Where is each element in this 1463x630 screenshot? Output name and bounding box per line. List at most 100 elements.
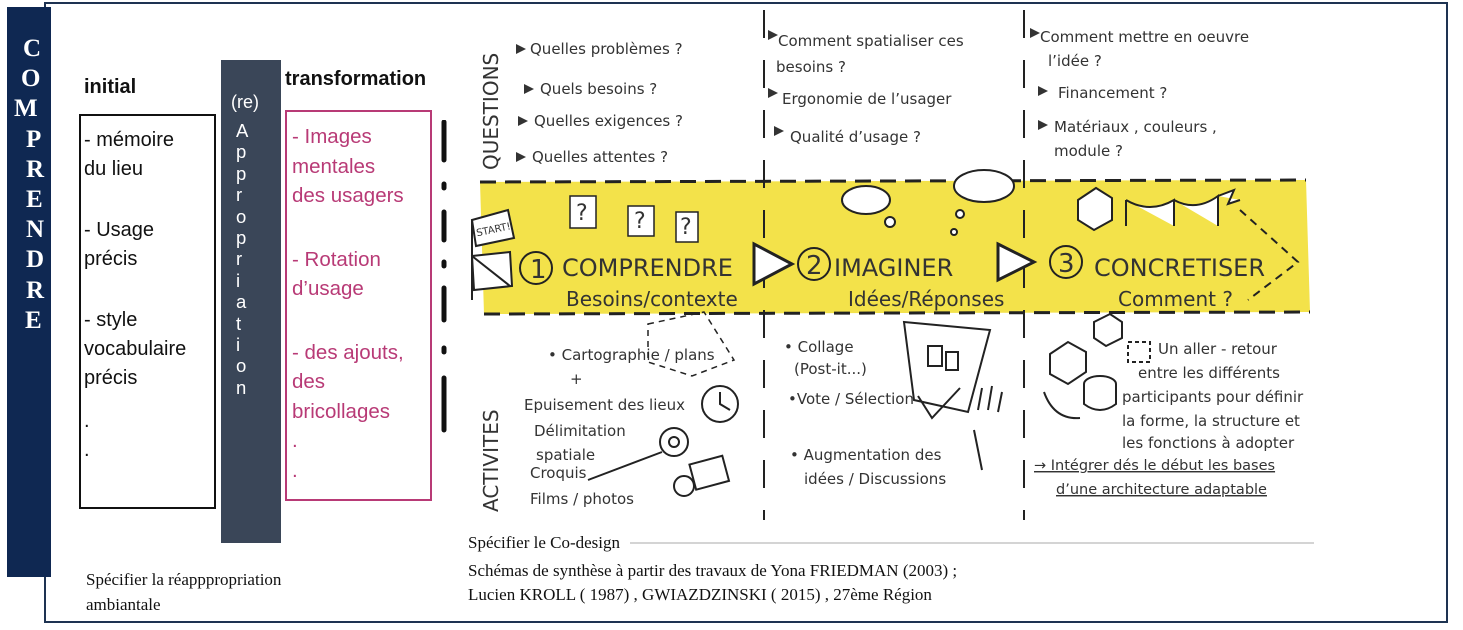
- comprendre-letter: E: [25, 306, 42, 334]
- appropriation-letter: r: [236, 248, 243, 270]
- appropriation-letter: o: [236, 205, 247, 227]
- build-shapes-icon: [1077, 186, 1241, 232]
- clock-icon: [701, 385, 739, 423]
- transformation-item: . .: [292, 429, 298, 482]
- caption-codesign: Spécifier le Co-design: [468, 533, 621, 552]
- codesign-sketch: QUESTIONS ACTIVITES Quelles problèmes ? …: [470, 10, 1311, 520]
- col1-activity: • Cartographie / plans: [548, 346, 715, 364]
- appropriation-letter: p: [236, 162, 247, 184]
- step-3-subtitle: Comment ?: [1118, 287, 1233, 311]
- svg-text:?: ?: [634, 209, 646, 234]
- transformation-box: [285, 110, 432, 501]
- collage-icon: [902, 320, 1003, 471]
- comprendre-letter: M: [14, 95, 38, 123]
- step-2-subtitle: Idées/Réponses: [848, 287, 1004, 311]
- col2-activity: idées / Discussions: [804, 470, 946, 488]
- question-cards: [569, 195, 699, 243]
- appropriation-letter: t: [236, 312, 242, 334]
- col3-question: module ?: [1054, 142, 1123, 160]
- initial-item: - Usage précis: [84, 219, 155, 270]
- col3-note: d’une architecture adaptable: [1056, 482, 1267, 498]
- initial-list: - mémoire du lieu - Usage précis - style…: [84, 126, 214, 465]
- appropriation-letter: p: [236, 227, 247, 249]
- col2-question: Qualité d’usage ?: [790, 128, 921, 146]
- col2-activity: •Vote / Sélection: [788, 390, 914, 408]
- col1-activity: spatiale: [536, 446, 595, 464]
- start-flag-icon: [470, 208, 516, 300]
- col3-activity: les fonctions à adopter: [1122, 434, 1295, 452]
- transformation-list: - Images mentales des usagers - Rotation…: [292, 122, 434, 485]
- comprendre-letter: R: [26, 155, 45, 183]
- col2-activity: • Collage: [784, 338, 854, 356]
- bullet-arrows: [516, 28, 1048, 162]
- col3-activity: participants pour définir: [1122, 388, 1304, 406]
- step-1-subtitle: Besoins/contexte: [566, 287, 738, 311]
- col1-question: Quelles exigences ?: [534, 112, 683, 130]
- col3-question: Matériaux , couleurs ,: [1054, 118, 1217, 136]
- col1-question: Quelles problèmes ?: [530, 40, 683, 58]
- col2-question: besoins ?: [776, 58, 846, 76]
- caption-source-line-2: Lucien KROLL ( 1987) , GWIAZDZINSKI ( 20…: [468, 585, 932, 604]
- activites-label: ACTIVITES: [479, 409, 503, 512]
- comprendre-letter: P: [26, 125, 42, 153]
- comprendre-letter: C: [23, 35, 42, 62]
- initial-heading: initial: [84, 76, 137, 98]
- col3-question: Financement ?: [1058, 84, 1167, 102]
- dashed-arrow-icon: [1239, 209, 1300, 301]
- map-outline-icon: [647, 311, 736, 377]
- col1-activity: +: [570, 370, 583, 388]
- col1-question: Quels besoins ?: [540, 80, 657, 98]
- comprendre-letter: O: [21, 65, 41, 93]
- col1-activity: Epuisement des lieux: [524, 396, 685, 414]
- transformation-item: - Rotation d’usage: [292, 247, 381, 301]
- step-3-number: 3: [1058, 249, 1075, 279]
- col1-activity: Délimitation: [534, 422, 626, 440]
- initial-item: - style vocabulaire précis: [84, 309, 187, 389]
- comprendre-letter: R: [26, 276, 45, 304]
- col2-activity: (Post-it...): [794, 360, 867, 378]
- comprendre-letter: D: [26, 246, 45, 274]
- initial-item: - mémoire du lieu: [84, 129, 175, 180]
- caption-reappropriation-line-1: Spécifier la réapppropriation: [86, 570, 282, 589]
- step-3-circle: [1049, 245, 1083, 279]
- col3-activity: Un aller - retour: [1158, 340, 1278, 358]
- transformation-item: - Images mentales des usagers: [292, 125, 404, 207]
- step-2-number: 2: [806, 251, 823, 281]
- appropriation-vertical-text: A p p r o p r i a t i o n: [236, 120, 248, 398]
- step-2-title: IMAGINER: [834, 254, 953, 282]
- appropriation-letter: A: [236, 120, 249, 141]
- step-1-title: COMPRENDRE: [562, 254, 733, 282]
- col2-question: Ergonomie de l’usager: [782, 90, 952, 108]
- caption-source-line-1: Schémas de synthèse à partir des travaux…: [468, 561, 958, 580]
- appropriation-letter: i: [236, 334, 241, 356]
- transformation-item: - des ajouts, des bricollages: [292, 340, 404, 423]
- caption-reappropriation-line-2: ambiantale: [86, 595, 161, 614]
- appropriation-vertical-bar: [221, 60, 281, 543]
- col3-note: → Intégrer dés le début les bases: [1034, 458, 1275, 474]
- question-marks: ???: [576, 201, 692, 240]
- col3-activity: entre les différents: [1138, 364, 1280, 382]
- step-arrow-icon: [752, 241, 796, 287]
- appropriation-letter: a: [236, 291, 247, 313]
- appropriation-letter: n: [236, 376, 247, 398]
- col2-activity: • Augmentation des: [790, 446, 942, 464]
- svg-text:?: ?: [680, 215, 692, 240]
- col3-question: l’idée ?: [1048, 52, 1102, 70]
- col1-activity: Croquis: [530, 464, 587, 482]
- cubes-cycle-icon: [1043, 312, 1151, 420]
- col1-activity: Films / photos: [530, 490, 634, 508]
- col2-question: Comment spatialiser ces: [778, 32, 964, 50]
- comprendre-letter: E: [26, 186, 43, 214]
- appropriation-letter: r: [236, 184, 243, 206]
- initial-box: [79, 114, 216, 509]
- step-arrow-icon: [996, 241, 1038, 283]
- step-3-title: CONCRETISER: [1094, 254, 1265, 282]
- comprendre-vertical-text: C O M P R E N D R E: [7, 34, 55, 336]
- thought-clouds-icon: [841, 169, 1015, 236]
- dashed-separator: [441, 120, 447, 433]
- appropriation-letter: o: [236, 355, 247, 377]
- transformation-heading: transformation: [285, 68, 427, 90]
- appropriation-letter: i: [236, 269, 241, 291]
- appropriation-prefix: (re): [231, 92, 259, 112]
- step-2-circle: [797, 247, 831, 281]
